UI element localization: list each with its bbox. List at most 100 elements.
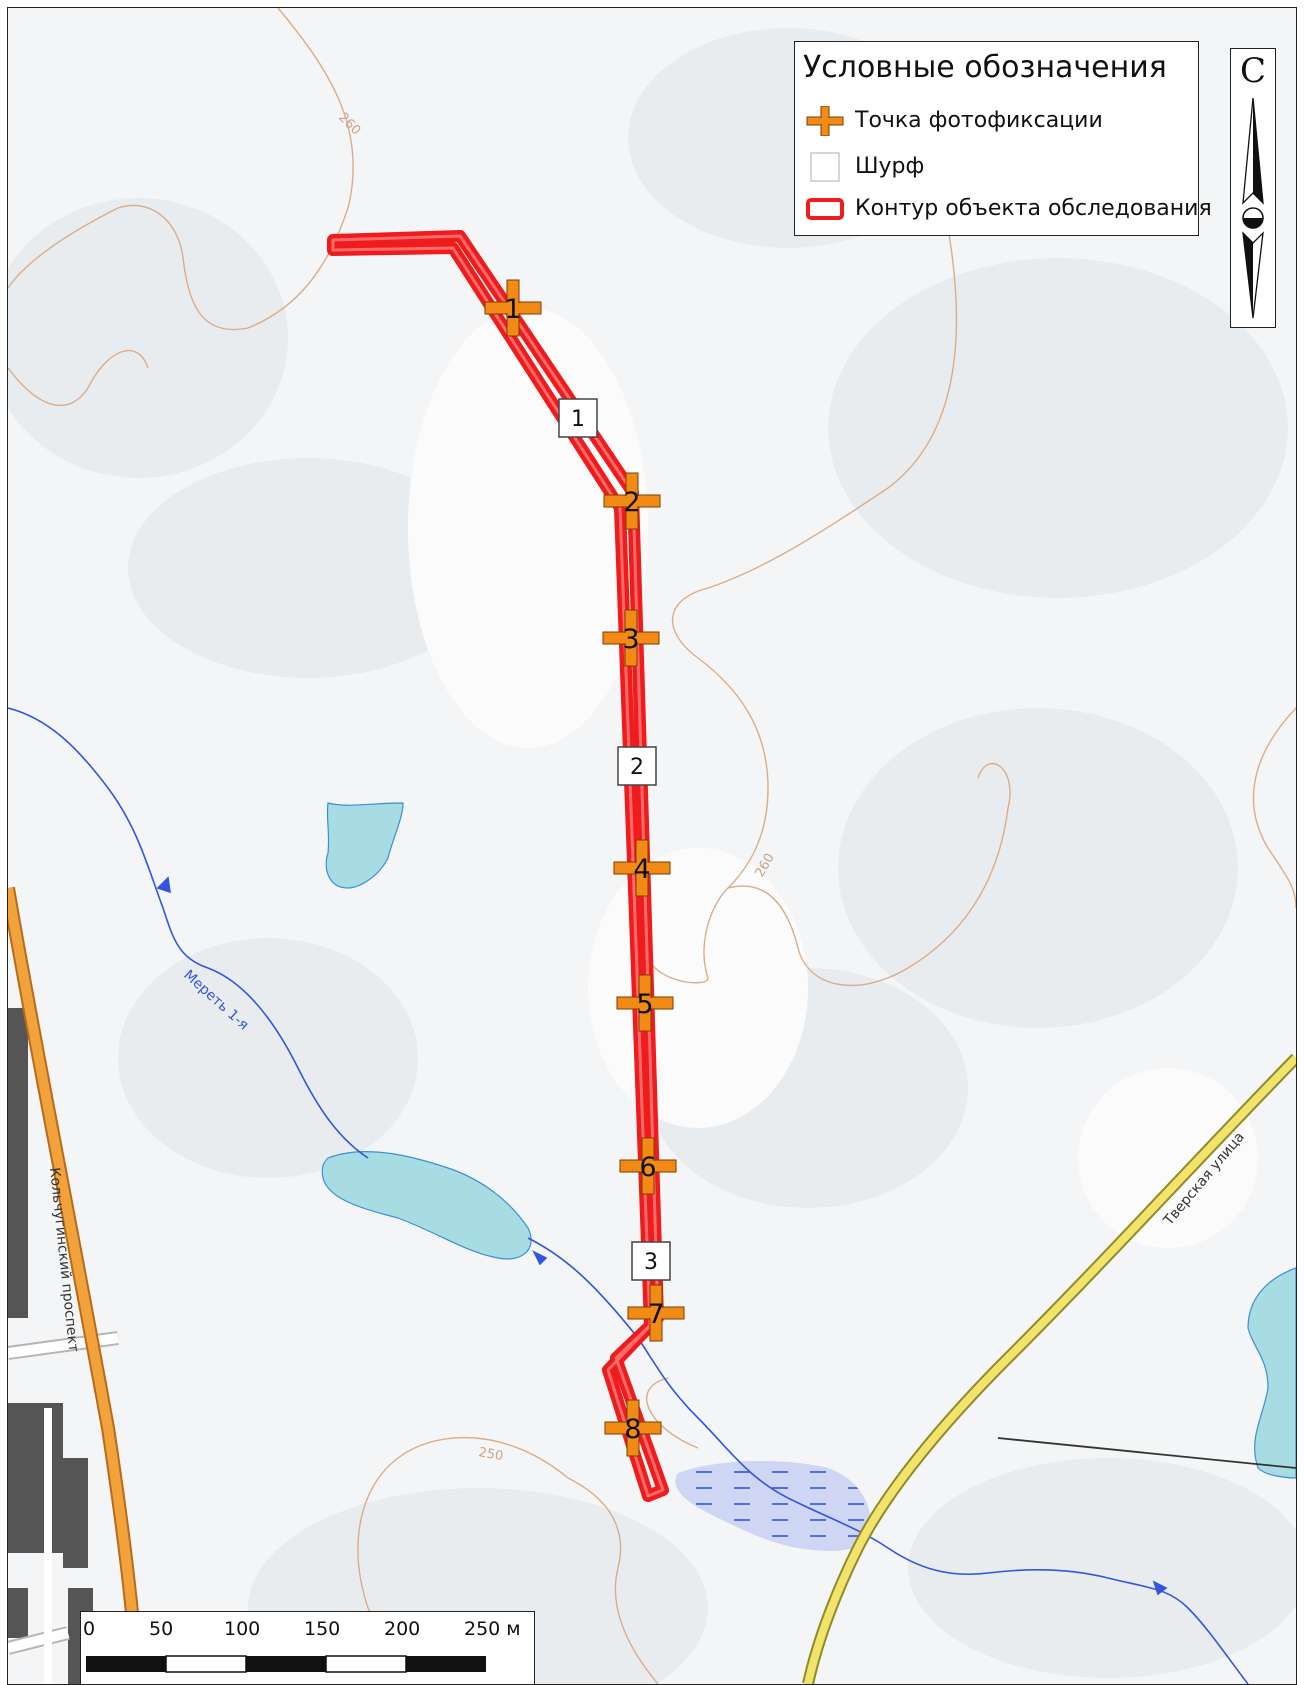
scale-segment-dark xyxy=(406,1656,486,1672)
north-arrow: С xyxy=(1230,48,1276,328)
photo-point[interactable]: 2 xyxy=(603,472,661,530)
scale-label: 200 xyxy=(384,1618,421,1640)
north-arrow-icon xyxy=(1242,97,1264,319)
white-square-icon xyxy=(810,152,840,182)
terrain-shading xyxy=(8,28,1296,1684)
north-letter: С xyxy=(1239,51,1266,91)
scale-label: 250 м xyxy=(464,1618,521,1640)
building xyxy=(8,1008,28,1318)
contour-line xyxy=(727,762,1011,987)
building xyxy=(63,1458,88,1568)
scale-segments xyxy=(86,1655,486,1673)
terrain-patch xyxy=(8,198,288,478)
photo-point-label: 8 xyxy=(624,1414,641,1445)
lake-east xyxy=(1247,1267,1296,1479)
scale-segment-dark xyxy=(246,1656,326,1672)
legend-item-pit: Шурф xyxy=(803,150,1193,184)
contour-line xyxy=(567,1477,659,1684)
scale-segment-light xyxy=(165,1655,247,1673)
photo-point-fill xyxy=(605,496,659,506)
scale-label: 50 xyxy=(149,1618,174,1640)
photo-point[interactable]: 6 xyxy=(619,1137,677,1195)
pit[interactable]: 3 xyxy=(631,1241,671,1281)
pit-label: 1 xyxy=(571,407,585,432)
pit-label: 2 xyxy=(630,755,644,780)
building xyxy=(8,1403,63,1553)
pit[interactable]: 2 xyxy=(617,746,657,786)
photo-point-label: 5 xyxy=(636,989,653,1020)
water-bodies xyxy=(321,802,1296,1551)
contour-label: 260 xyxy=(752,851,777,880)
terrain-patch xyxy=(828,258,1288,598)
terrain-patch xyxy=(128,458,488,678)
photo-point[interactable]: 3 xyxy=(602,609,660,667)
legend-item-survey-outline: Контур объекта обследования xyxy=(803,192,1212,226)
contour-line xyxy=(8,349,149,407)
map-svg: 260 260 250 Мереть 1-я xyxy=(8,8,1296,1684)
contour-line xyxy=(8,8,354,331)
photo-point[interactable]: 1 xyxy=(484,279,542,337)
legend-item-photo-point: Точка фотофиксации xyxy=(803,104,1193,138)
marsh-hatching xyxy=(675,1461,871,1551)
photo-point-fill xyxy=(621,1161,675,1171)
photo-point-fill xyxy=(606,1423,660,1433)
terrain-patch xyxy=(588,848,808,1128)
photo-point-label: 7 xyxy=(647,1299,664,1330)
terrain-patch xyxy=(838,708,1238,1028)
flow-arrow xyxy=(156,876,171,894)
photo-points: 1 2 3 4 5 6 7 8 xyxy=(484,279,685,1457)
avenue xyxy=(8,886,145,1684)
map-canvas[interactable]: 260 260 250 Мереть 1-я xyxy=(7,7,1297,1685)
photo-point-label: 1 xyxy=(504,294,521,325)
photo-point-label: 6 xyxy=(639,1152,656,1183)
photo-point-label: 2 xyxy=(623,487,640,518)
contour-line xyxy=(647,177,958,984)
map-legend: Условные обозначения Точка фотофиксации … xyxy=(794,41,1212,236)
terrain-patch xyxy=(118,938,418,1178)
scale-label: 0 xyxy=(83,1618,96,1640)
photo-point-label: 4 xyxy=(633,854,650,885)
photo-point[interactable]: 8 xyxy=(604,1399,662,1457)
flow-arrow xyxy=(532,1250,548,1266)
legend-title: Условные обозначения xyxy=(803,50,1167,85)
terrain-patch xyxy=(908,1458,1296,1678)
photo-point[interactable]: 4 xyxy=(613,839,671,897)
scale-segment-dark xyxy=(86,1656,166,1672)
legend-item-label: Точка фотофиксации xyxy=(855,108,1103,133)
contour-lines xyxy=(8,8,1296,1684)
scale-label: 100 xyxy=(224,1618,261,1640)
street xyxy=(802,1053,1296,1684)
buildings xyxy=(8,1008,119,1684)
legend-item-label: Шурф xyxy=(855,154,925,179)
terrain-patch xyxy=(1078,1068,1258,1248)
side-road-fill xyxy=(8,1333,119,1358)
side-road-fill xyxy=(8,1628,70,1653)
photo-point[interactable]: 5 xyxy=(616,974,674,1032)
contour-label: 250 xyxy=(477,1445,504,1464)
river-line xyxy=(8,707,369,1159)
contour-label: 260 xyxy=(335,110,363,138)
contour-line xyxy=(646,1377,699,1449)
photo-point-fill xyxy=(615,863,669,873)
contour-line xyxy=(1252,707,1296,909)
scale-label: 150 xyxy=(304,1618,341,1640)
photo-point-fill xyxy=(604,633,658,643)
building xyxy=(8,1588,28,1638)
lake xyxy=(321,1151,532,1260)
photo-point-fill xyxy=(486,303,540,313)
river xyxy=(8,707,1249,1684)
flow-arrow xyxy=(1152,1580,1168,1596)
pit-label: 3 xyxy=(644,1250,658,1275)
minor-road xyxy=(997,1437,1296,1469)
orange-cross-icon xyxy=(806,106,844,136)
photo-point-label: 3 xyxy=(622,624,639,655)
pond xyxy=(325,802,404,889)
pit[interactable]: 1 xyxy=(558,398,598,438)
photo-point-fill xyxy=(629,1308,683,1318)
scale-segment-light xyxy=(325,1655,407,1673)
red-outline-icon xyxy=(806,198,844,220)
photo-point-fill xyxy=(618,998,672,1008)
legend-item-label: Контур объекта обследования xyxy=(855,196,1212,221)
scale-bar: 0 50 100 150 200 250 м xyxy=(80,1611,535,1684)
photo-point[interactable]: 7 xyxy=(627,1284,685,1342)
